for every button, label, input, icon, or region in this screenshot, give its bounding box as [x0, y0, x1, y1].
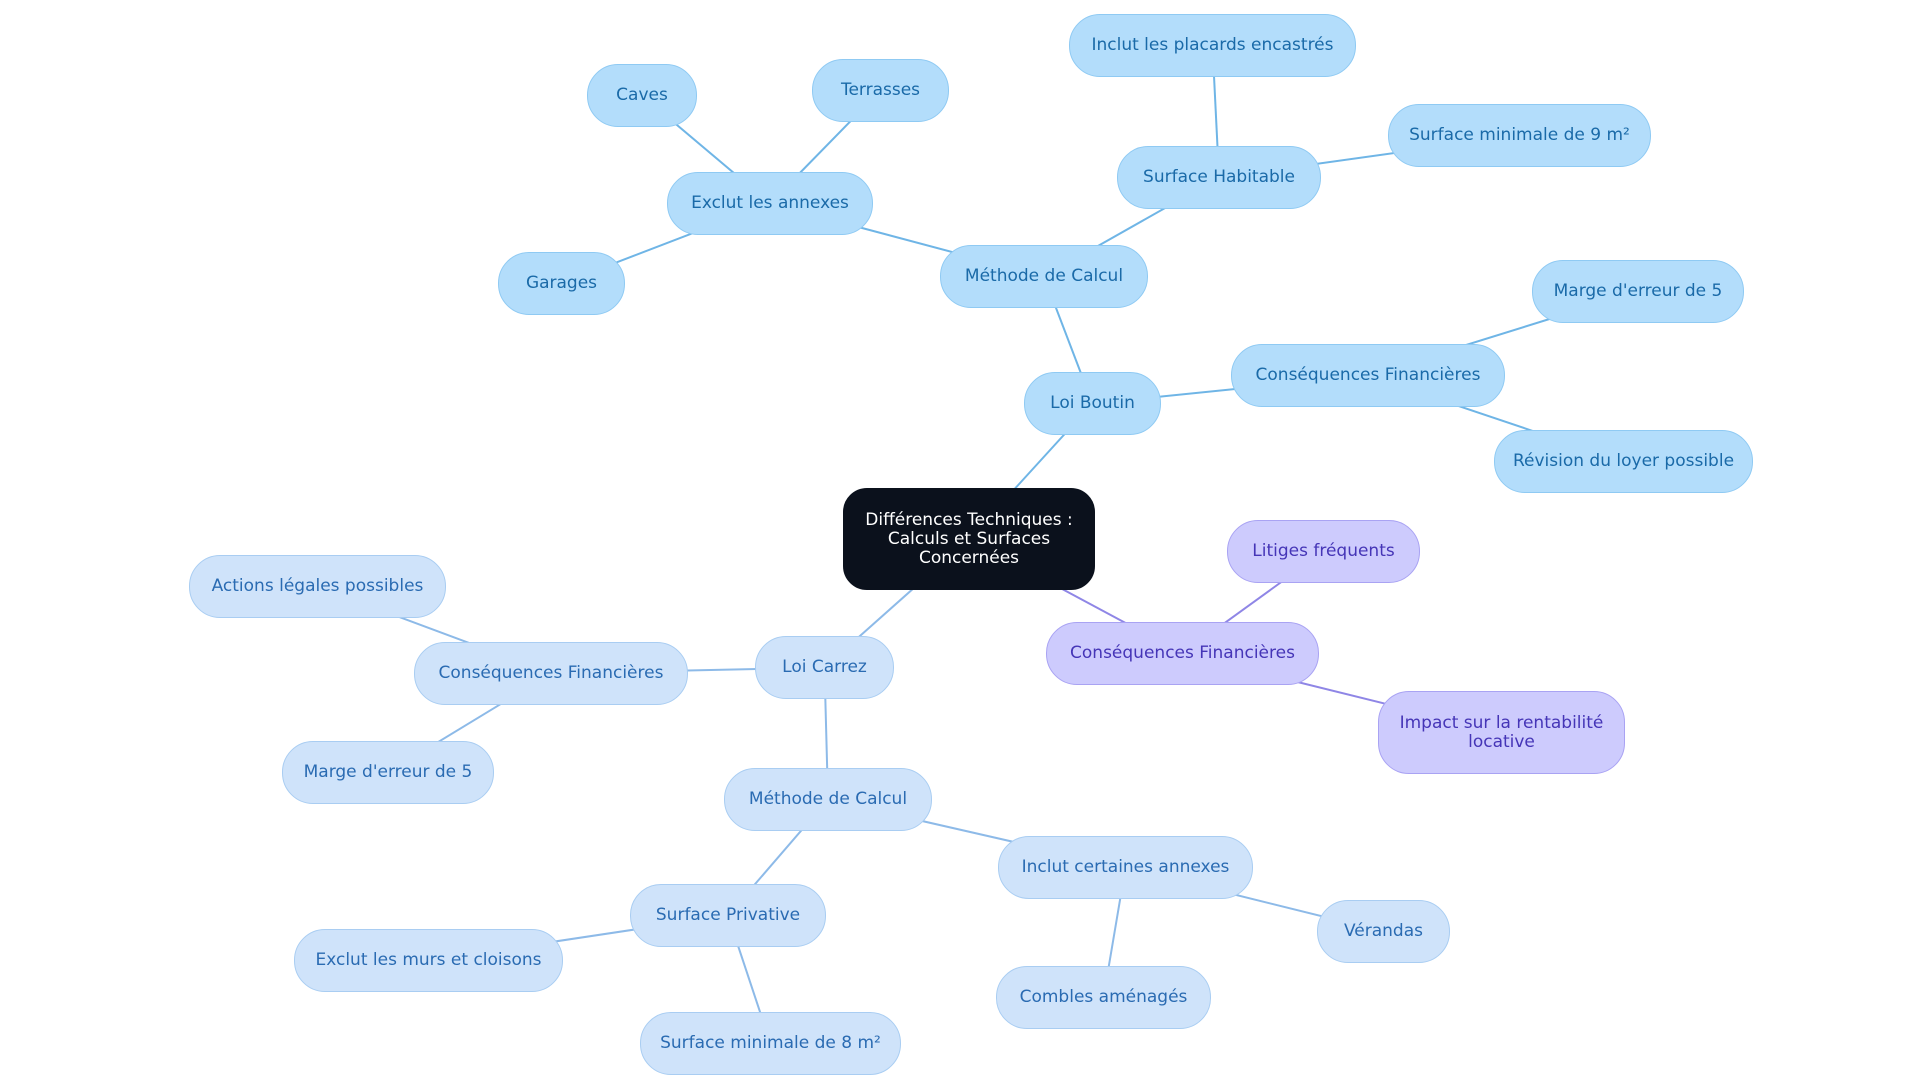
node-surface-habitable: Surface Habitable: [1117, 146, 1321, 209]
node-label: Litiges fréquents: [1252, 541, 1395, 561]
node-boutin-consequences: Conséquences Financières: [1231, 344, 1505, 407]
node-label: Inclut certaines annexes: [1021, 857, 1230, 877]
node-placards-encastres: Inclut les placards encastrés: [1069, 14, 1356, 77]
node-actions-legales: Actions légales possibles: [189, 555, 446, 618]
node-carrez-marge-erreur: Marge d'erreur de 5: [282, 741, 494, 804]
node-label: Vérandas: [1343, 921, 1423, 941]
node-consequences-financieres: Conséquences Financières: [1046, 622, 1319, 685]
node-label: Loi Carrez: [782, 657, 867, 677]
node-label: Conséquences Financières: [1070, 643, 1295, 663]
root-label: Différences Techniques : Calculs et Surf…: [865, 509, 1073, 568]
node-combles-amenages: Combles aménagés: [996, 966, 1211, 1029]
node-label: Impact sur la rentabilité locative: [1399, 712, 1604, 752]
node-label: Loi Boutin: [1050, 393, 1135, 413]
node-revision-loyer: Révision du loyer possible: [1494, 430, 1753, 493]
node-exclut-murs: Exclut les murs et cloisons: [294, 929, 563, 992]
node-label: Exclut les annexes: [691, 193, 849, 213]
node-impact-rentabilite: Impact sur la rentabilité locative: [1378, 691, 1625, 774]
node-label: Révision du loyer possible: [1512, 451, 1735, 471]
node-carrez-methode-calcul: Méthode de Calcul: [724, 768, 932, 831]
node-boutin-exclut-annexes: Exclut les annexes: [667, 172, 873, 235]
node-label: Conséquences Financières: [1255, 365, 1481, 385]
node-boutin-methode-calcul: Méthode de Calcul: [940, 245, 1148, 308]
node-label: Conséquences Financières: [438, 663, 664, 683]
node-label: Méthode de Calcul: [964, 266, 1124, 286]
node-verandas: Vérandas: [1317, 900, 1450, 963]
node-label: Actions légales possibles: [211, 576, 424, 596]
node-label: Surface minimale de 8 m²: [660, 1033, 881, 1053]
node-label: Surface Privative: [655, 905, 801, 925]
node-surface-privative: Surface Privative: [630, 884, 826, 947]
node-label: Terrasses: [840, 80, 921, 100]
node-surface-minimale-8: Surface minimale de 8 m²: [640, 1012, 901, 1075]
node-label: Marge d'erreur de 5: [303, 762, 473, 782]
node-label: Combles aménagés: [1019, 987, 1188, 1007]
node-surface-minimale-9: Surface minimale de 9 m²: [1388, 104, 1651, 167]
node-loi-carrez: Loi Carrez: [755, 636, 894, 699]
node-label: Marge d'erreur de 5: [1553, 281, 1723, 301]
node-label: Caves: [616, 85, 668, 105]
node-label: Surface Habitable: [1143, 167, 1295, 187]
node-label: Inclut les placards encastrés: [1091, 35, 1334, 55]
node-boutin-marge-erreur: Marge d'erreur de 5: [1532, 260, 1744, 323]
node-label: Garages: [525, 273, 598, 293]
node-label: Exclut les murs et cloisons: [315, 950, 542, 970]
node-terrasses: Terrasses: [812, 59, 949, 122]
root-node: Différences Techniques : Calculs et Surf…: [843, 488, 1095, 590]
node-loi-boutin: Loi Boutin: [1024, 372, 1161, 435]
node-label: Méthode de Calcul: [748, 789, 908, 809]
node-carrez-consequences: Conséquences Financières: [414, 642, 688, 705]
node-inclut-annexes: Inclut certaines annexes: [998, 836, 1253, 899]
node-litiges-frequents: Litiges fréquents: [1227, 520, 1420, 583]
node-caves: Caves: [587, 64, 697, 127]
node-label: Surface minimale de 9 m²: [1409, 125, 1630, 145]
node-garages: Garages: [498, 252, 625, 315]
